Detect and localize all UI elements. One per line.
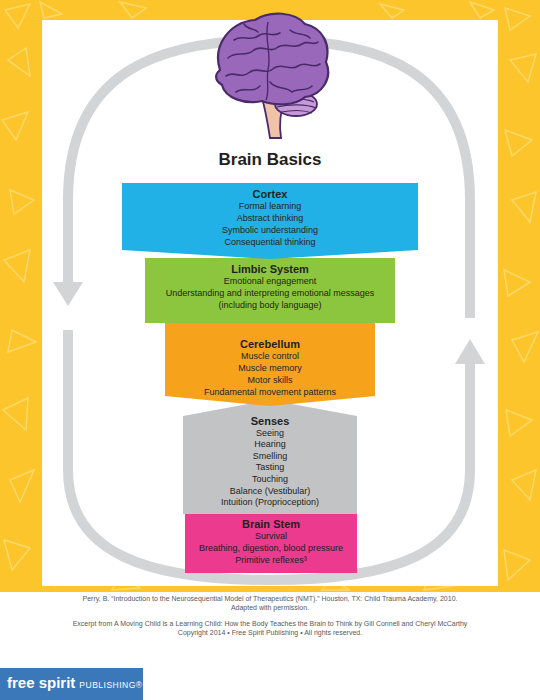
band-heading: Brain Stem xyxy=(242,518,300,530)
limbic-band: Limbic SystemEmotional engagementUnderst… xyxy=(145,258,395,323)
logo: free spirit PUBLISHING® xyxy=(0,668,143,700)
band-item: Balance (Vestibular) xyxy=(230,486,311,498)
band-item: Emotional engagement xyxy=(224,275,317,287)
band-item: Fundamental movement patterns xyxy=(204,386,336,398)
logo-wordmark: free spirit xyxy=(7,674,75,691)
cerebellum-band: CerebellumMuscle controlMuscle memoryMot… xyxy=(165,322,375,406)
band-outline xyxy=(185,513,357,573)
cycle-arrows xyxy=(53,40,485,580)
band-item: Survival xyxy=(255,530,287,542)
triangle-pattern xyxy=(2,2,538,590)
band-outline xyxy=(165,322,375,406)
band-item: Tasting xyxy=(256,462,285,474)
band-item: Muscle memory xyxy=(238,362,302,374)
senses-band: SensesSeeingHearingSmellingTastingTouchi… xyxy=(183,400,357,514)
credit-line: Perry, B. “Introduction to the Neurosequ… xyxy=(0,594,540,603)
band-item: Primitive reflexes³ xyxy=(235,554,307,566)
band-item: Muscle control xyxy=(241,350,299,362)
brain-stem-band: Brain StemSurvivalBreathing, digestion, … xyxy=(185,513,357,573)
band-item: Touching xyxy=(252,474,288,486)
credit-line: Adapted with permission. xyxy=(0,603,540,612)
credit-line: Excerpt from A Moving Child is a Learnin… xyxy=(0,619,540,628)
band-item: Intuition (Proprioception) xyxy=(221,497,319,509)
band-heading: Cortex xyxy=(253,188,288,200)
arrow-head xyxy=(455,339,485,364)
band-content: free spirit PUBLISHING® xyxy=(0,668,143,700)
band-item: Abstract thinking xyxy=(237,212,304,224)
band-content: CortexFormal learningAbstract thinkingSy… xyxy=(122,183,418,259)
band-outline xyxy=(122,183,418,259)
arrow-head xyxy=(53,282,83,306)
band-item: Formal learning xyxy=(239,200,302,212)
band-heading: Limbic System xyxy=(231,263,309,275)
band-heading: Cerebellum xyxy=(240,338,300,350)
band-item: Understanding and interpreting emotional… xyxy=(152,287,388,311)
band-content: Brain StemSurvivalBreathing, digestion, … xyxy=(185,513,357,573)
yellow-background xyxy=(0,0,540,592)
logo-bar xyxy=(0,668,143,700)
logo-subtitle: PUBLISHING® xyxy=(79,680,142,690)
brain-illustration xyxy=(216,14,328,138)
white-panel xyxy=(42,20,498,586)
credit-line: Copyright 2014 • Free Spirit Publishing … xyxy=(0,628,540,637)
band-content: Limbic SystemEmotional engagementUnderst… xyxy=(145,258,395,323)
diagram-title: Brain Basics xyxy=(0,150,540,170)
band-outline xyxy=(145,258,395,323)
band-item: Symbolic understanding xyxy=(222,224,318,236)
band-item: Smelling xyxy=(253,451,288,463)
band-item: Consequential thinking xyxy=(224,236,315,248)
band-item: Seeing xyxy=(256,428,284,440)
band-item: Hearing xyxy=(254,439,286,451)
band-item: Breathing, digestion, blood pressure xyxy=(199,542,343,554)
band-outline xyxy=(183,400,357,514)
cycle-arc xyxy=(68,330,470,580)
band-content: CerebellumMuscle controlMuscle memoryMot… xyxy=(165,322,375,406)
band-content: SensesSeeingHearingSmellingTastingTouchi… xyxy=(183,400,357,514)
band-heading: Senses xyxy=(251,416,290,428)
cortex-band: CortexFormal learningAbstract thinkingSy… xyxy=(122,183,418,259)
band-item: Motor skills xyxy=(247,374,292,386)
